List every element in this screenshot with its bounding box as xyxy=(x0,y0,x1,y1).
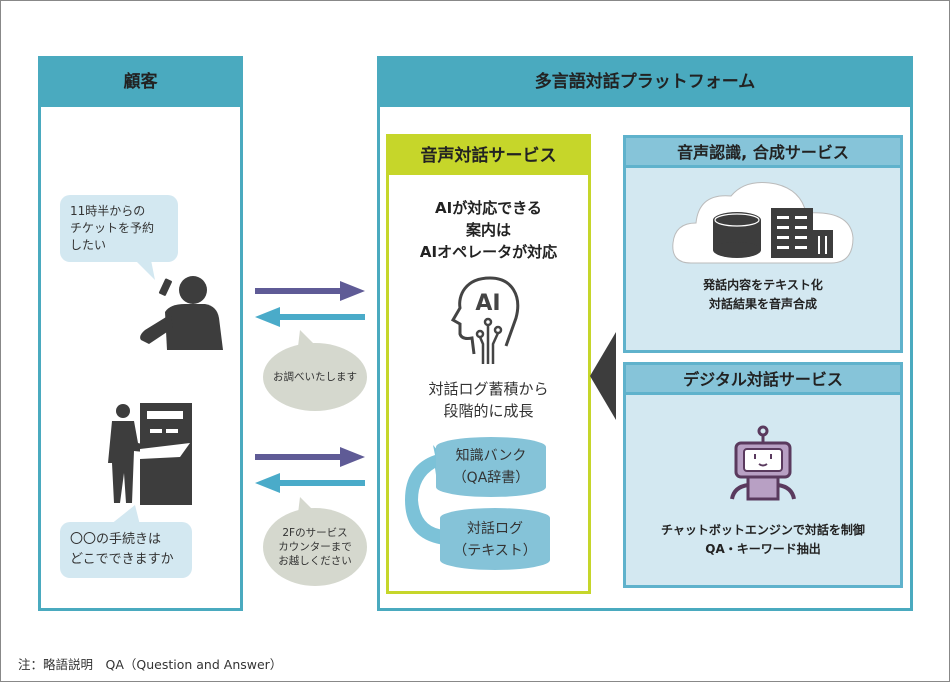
customer-title: 顧客 xyxy=(41,59,240,107)
bubble-tail xyxy=(130,255,155,280)
dialog-log-cylinder: 対話ログ （テキスト） xyxy=(440,508,550,570)
platform-title: 多言語対話プラットフォーム xyxy=(380,59,910,107)
bubble-tail xyxy=(110,505,140,525)
arrow-right-icon xyxy=(255,281,365,301)
speech-service-desc: 発話内容をテキスト化 対話結果を音声合成 xyxy=(703,278,823,311)
person-phone-icon xyxy=(140,276,223,350)
voice-service-title: 音声対話サービス xyxy=(389,137,588,175)
person-kiosk-icon xyxy=(108,403,192,505)
digital-service-desc: チャットボットエンジンで対話を制御 QA・キーワード抽出 xyxy=(661,523,865,556)
digital-service-box: デジタル対話サービス チャットボットエンジンで対話を制御 QA・キーワード抽出 xyxy=(623,362,903,588)
request-response-arrows-1 xyxy=(255,281,365,327)
reply-bubble-1: お調べいたします xyxy=(263,343,367,411)
knowledge-bank-cylinder: 知識バンク （QA辞書） xyxy=(436,437,546,497)
flow-triangle-icon xyxy=(590,332,616,420)
arrow-right-icon xyxy=(255,447,365,467)
reply-bubble-2: 2Fのサービス カウンターまで お越しください xyxy=(263,508,367,586)
request-response-arrows-2 xyxy=(255,447,365,493)
arrow-left-icon xyxy=(255,307,365,327)
arrow-left-icon xyxy=(255,473,365,493)
voice-service-lead: AIが対応できる 案内は AIオペレータが対応 xyxy=(419,199,558,261)
cloud-server-icon xyxy=(671,182,854,264)
footnote: 注：略語説明 QA（Question and Answer） xyxy=(18,657,283,672)
speech-service-title: 音声認識, 合成サービス xyxy=(626,138,900,168)
customer-bubble-reservation: 11時半からの チケットを予約 したい xyxy=(60,195,178,262)
chatbot-robot-icon xyxy=(729,425,796,501)
ai-head-icon: AI xyxy=(450,276,520,364)
svg-text:AI: AI xyxy=(475,291,500,316)
voice-service-growth: 対話ログ蓄積から 段階的に成長 xyxy=(428,380,549,420)
speech-service-box: 音声認識, 合成サービス 発話内容をテキスト化 対話結果を音声合成 xyxy=(623,135,903,353)
customer-bubble-procedure: 〇〇の手続きは どこでできますか xyxy=(60,522,192,578)
digital-service-title: デジタル対話サービス xyxy=(626,365,900,395)
